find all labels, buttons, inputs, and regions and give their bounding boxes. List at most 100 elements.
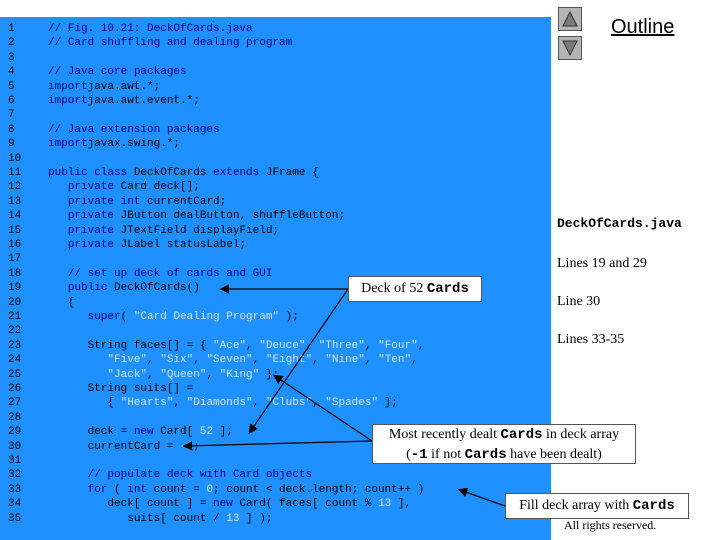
line-number: 20 [8,296,22,309]
callout-text: in deck array [542,427,620,442]
code-line: 1 // Fig. 10.21: DeckOfCards.java [0,22,551,36]
code-line: 24 "Five", "Six", "Seven", "Eight", "Nin… [0,353,551,367]
code-line: 25 "Jack", "Queen", "King" }; [0,368,551,382]
deck-callout: Deck of 52 Cards [348,276,482,302]
line-number: 18 [8,267,22,280]
code-text: // set up deck of cards and GUI [67,267,273,280]
code-text: // Java core packages [48,66,187,79]
code-line: 10 [0,152,551,166]
line-number: 2 [8,37,15,50]
callout-code: Cards [500,427,543,443]
code-line: 35 suits[ count / 13 ] ); [0,512,551,526]
callout-code: -1 [410,447,428,463]
code-line: 4 // Java core packages [0,65,551,79]
sidebar-file-name: DeckOfCards.java [557,216,682,231]
code-line: 12 private Card deck[]; [0,180,551,194]
line-number: 30 [8,440,22,453]
line-number: 23 [8,339,22,352]
line-number: 17 [8,253,22,266]
code-text: private Card deck[]; [67,181,200,194]
code-text: String faces[] = { "Ace", "Deuce", "Thre… [48,339,425,352]
line-number: 34 [8,498,22,511]
line-number: 35 [8,512,22,525]
code-text: public DeckOfCards() [67,282,200,295]
code-text: "Jack", "Queen", "King" }; [107,368,280,381]
code-text: // Card shuffling and dealing program [48,37,293,50]
code-text: // populate deck with Card objects [87,469,313,482]
code-text: { "Hearts", "Diamonds", "Clubs", "Spades… [48,397,398,410]
previous-slide-button[interactable] [558,7,582,31]
line-number: 12 [8,181,22,194]
callout-arrow [457,487,506,507]
code-line: 32 // populate deck with Card objects [0,468,551,482]
code-text: suits[ count / 13 ] ); [48,512,273,525]
callout-text: Fill deck array with [519,498,633,513]
code-line: 19 public DeckOfCards() [0,281,551,295]
code-text: super( "Card Dealing Program" ); [87,311,299,323]
callout-arrow [273,374,373,442]
code-line: 15 private JTextField displayField; [0,224,551,238]
code-text: public class DeckOfCards extends JFrame … [48,167,319,179]
code-line: 7 [0,108,551,122]
code-line: 21 super( "Card Dealing Program" ); [0,310,551,324]
line-number: 1 [8,23,15,35]
callout-text: Most recently dealt [388,427,501,442]
line-number: 11 [8,167,22,179]
line-number: 19 [8,282,22,295]
code-line: 17 [0,252,551,266]
line-number: 7 [8,109,15,122]
code-text: String suits[] = [48,383,194,395]
code-line: 22 [0,324,551,338]
callout-code: Cards [464,447,507,463]
code-line: 28 [0,411,551,425]
line-number: 22 [8,325,22,338]
code-line: 2 // Card shuffling and dealing program [0,36,551,50]
sidebar-note: Lines 19 and 29 [557,256,647,271]
callout-code: Cards [426,281,469,297]
sidebar-note: Line 30 [557,294,601,309]
line-number: 5 [8,80,15,93]
callout-text: if not [427,447,465,462]
line-number: 4 [8,66,15,79]
code-text: // Java extension packages [48,123,220,136]
line-number: 13 [8,195,22,208]
copyright-notice: All rights reserved. [564,518,657,532]
code-text: importjava.awt.event.*; [48,95,200,107]
code-text: deck = new Card[ 52 ]; [48,426,233,439]
line-number: 8 [8,123,15,136]
code-line: 26 String suits[] = [0,382,551,396]
line-number: 3 [8,51,15,64]
code-line: 6 importjava.awt.event.*; [0,94,551,108]
line-number: 29 [8,426,22,439]
callout-text: Deck of 52 [361,281,427,296]
callout-text: have been dealt) [506,447,602,462]
line-number: 33 [8,483,22,496]
line-number: 16 [8,239,22,251]
fill-callout: Fill deck array with Cards [505,493,689,519]
line-number: 28 [8,411,22,424]
line-number: 32 [8,469,22,482]
code-text: // Fig. 10.21: DeckOfCards.java [48,23,253,35]
callout-code: Cards [632,498,675,514]
line-number: 6 [8,95,15,107]
code-line: 11 public class DeckOfCards extends JFram… [0,166,551,180]
line-number: 24 [8,354,22,367]
callout-arrow [182,440,373,451]
callout-text: ( [406,447,411,462]
code-line: 13 private int currentCard; [0,195,551,209]
line-number: 9 [8,138,15,151]
code-text: private JButton dealButton, shuffleButto… [67,210,346,223]
next-slide-button[interactable] [558,36,582,60]
code-line: 20 { [0,296,551,310]
code-line: 23 String faces[] = { "Ace", "Deuce", "T… [0,339,551,353]
outline-title: Outline [611,16,675,38]
code-line: 14 private JButton dealButton, shuffleBu… [0,209,551,223]
callout-arrow [248,288,349,434]
line-number: 14 [8,210,22,223]
code-line: 27 { "Hearts", "Diamonds", "Clubs", "Spa… [0,396,551,410]
line-number: 31 [8,455,22,467]
line-number: 15 [8,224,22,237]
code-line: 18 // set up deck of cards and GUI [0,267,551,281]
